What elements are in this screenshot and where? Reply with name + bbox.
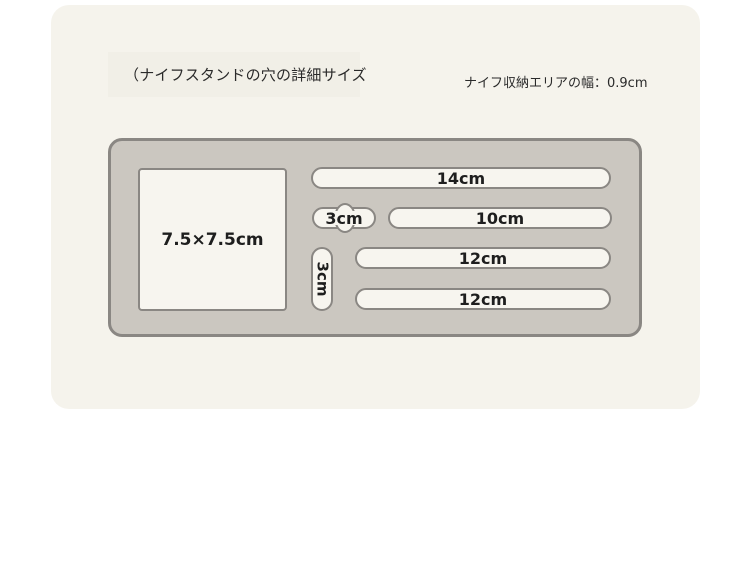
small-slot-label: 3cm [325,208,363,228]
small-horizontal-slot: 3cm [312,203,376,233]
knife-area-width-note: ナイフ収納エリアの幅：0.9cm [464,76,648,91]
knife-slot-label: 14cm [436,168,486,188]
knife-slot-label: 12cm [458,289,508,309]
knife-slot-12cm-lower: 12cm [355,288,611,310]
diagram-title: （ナイフスタンドの穴の詳細サイズ [108,52,367,97]
square-hole-label: 7.5×7.5cm [161,229,264,250]
knife-slot-14cm: 14cm [311,167,611,189]
knife-slot-12cm-upper: 12cm [355,247,611,269]
small-slot-label: 3cm [313,261,331,297]
knife-slot-10cm: 10cm [388,207,612,229]
square-hole: 7.5×7.5cm [138,168,287,311]
small-vertical-slot: 3cm [311,247,333,311]
knife-slot-label: 10cm [475,208,525,228]
knife-slot-label: 12cm [458,248,508,268]
